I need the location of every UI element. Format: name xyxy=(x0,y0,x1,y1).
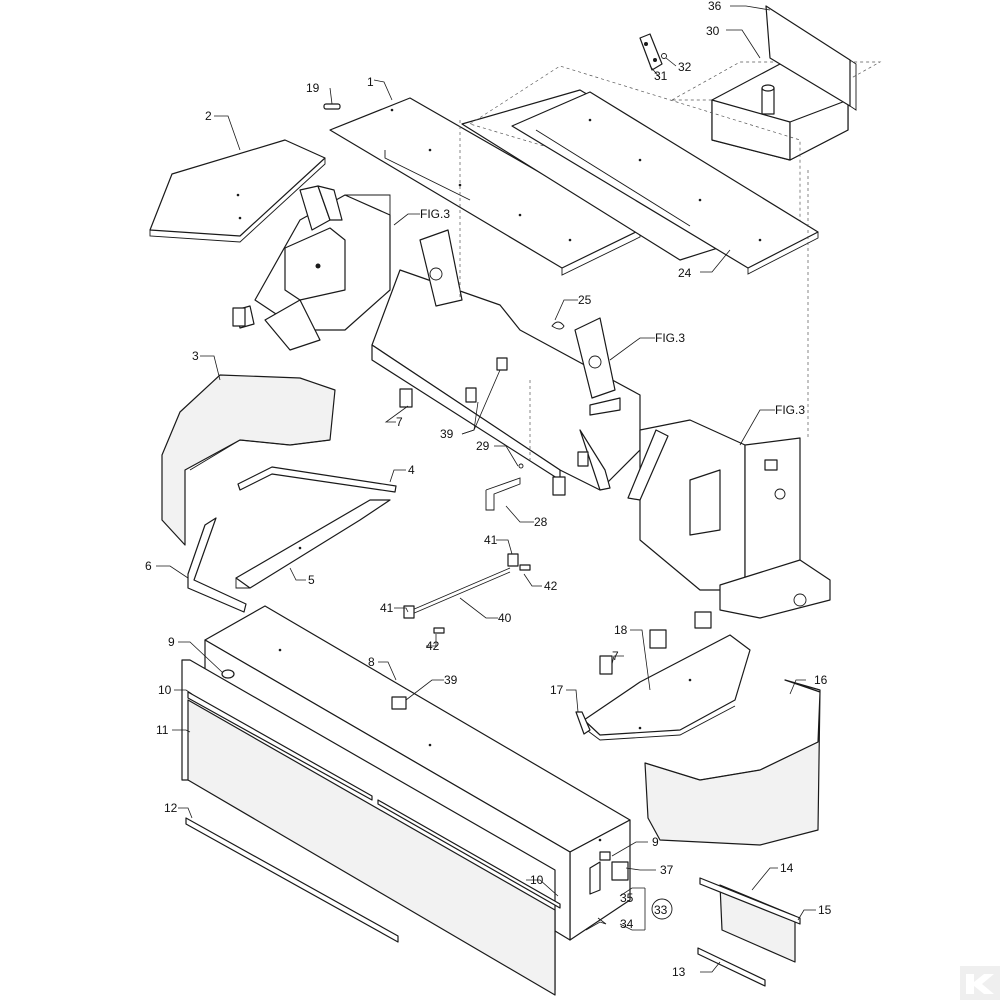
part-9-plug-upper xyxy=(221,669,235,679)
part-31-latch xyxy=(639,33,663,71)
callout-2: 2 xyxy=(205,109,212,123)
callout-25: 25 xyxy=(578,293,592,307)
part-36-lid xyxy=(765,5,857,111)
callout-19: 19 xyxy=(306,81,320,95)
part-6-strip xyxy=(187,517,247,613)
part-28-bar xyxy=(485,477,521,511)
part-19-pin xyxy=(323,103,341,110)
part-left-gearbox-frame xyxy=(235,185,391,351)
callout-29: 29 xyxy=(476,439,490,453)
part-32-washer xyxy=(661,53,667,59)
callout-fig3-left: FIG.3 xyxy=(420,207,450,221)
callout-31: 31 xyxy=(654,69,668,83)
part-14-flap xyxy=(699,877,801,963)
part-42-pin-upper xyxy=(519,564,531,571)
part-2-side-plate xyxy=(149,139,326,243)
part-3-skirt-left xyxy=(161,374,336,546)
callout-10-upper: 10 xyxy=(158,683,172,697)
callout-3: 3 xyxy=(192,349,199,363)
callout-15: 15 xyxy=(818,903,832,917)
callout-41-lower: 41 xyxy=(380,601,394,615)
callout-13: 13 xyxy=(672,965,686,979)
callout-1: 1 xyxy=(367,75,374,89)
callout-30: 30 xyxy=(706,24,720,38)
part-16-skirt-right xyxy=(644,679,821,846)
part-18-side-plate xyxy=(583,634,751,741)
part-17-strip xyxy=(575,711,591,735)
part-4-strip xyxy=(237,466,397,493)
part-40-rod xyxy=(411,567,511,615)
part-10-strip-upper xyxy=(187,691,373,801)
callout-42-lower: 42 xyxy=(426,639,440,653)
part-25-clip xyxy=(551,321,565,330)
callout-7-lower: 7 xyxy=(612,649,619,663)
part-13-strip xyxy=(697,947,766,987)
part-30-toolbox xyxy=(670,61,882,161)
callout-fig3-center: FIG.3 xyxy=(655,331,685,345)
part-hinge-right-2 xyxy=(649,629,667,649)
callout-36: 36 xyxy=(708,0,722,13)
brand-logo-icon xyxy=(960,966,1000,1000)
callout-labels: 36 30 31 32 19 1 2 24 FIG.3 25 FIG.3 FIG… xyxy=(145,0,832,979)
callout-5: 5 xyxy=(308,573,315,587)
part-9-plug-lower xyxy=(599,851,611,861)
callout-33: 33 xyxy=(654,903,668,917)
part-hinge-right-3 xyxy=(694,611,712,629)
part-12-strip xyxy=(185,817,399,943)
part-37-hinge xyxy=(611,861,629,881)
callout-40: 40 xyxy=(498,611,512,625)
callout-14: 14 xyxy=(780,861,794,875)
callout-39-lower: 39 xyxy=(444,673,458,687)
leader-lines xyxy=(156,5,816,973)
callout-24: 24 xyxy=(678,266,692,280)
part-5-plate xyxy=(235,499,391,589)
callout-fig3-right: FIG.3 xyxy=(775,403,805,417)
callout-34: 34 xyxy=(620,917,634,931)
part-29-pin xyxy=(518,463,524,469)
part-41-clamp-upper xyxy=(507,553,519,567)
callout-7-upper: 7 xyxy=(396,415,403,429)
callout-16: 16 xyxy=(814,673,828,687)
callout-9-upper: 9 xyxy=(168,635,175,649)
part-right-gearbox xyxy=(627,419,831,619)
callout-42-upper: 42 xyxy=(544,579,558,593)
part-hinge-left-frame xyxy=(232,307,589,496)
callout-11: 11 xyxy=(156,723,169,737)
part-33-washer xyxy=(651,898,673,920)
callout-17: 17 xyxy=(550,683,564,697)
callout-4: 4 xyxy=(408,463,415,477)
callout-39-upper: 39 xyxy=(440,427,454,441)
callout-10-lower: 10 xyxy=(530,873,544,887)
callout-41-upper: 41 xyxy=(484,533,498,547)
part-7-hinge-right xyxy=(599,655,613,675)
part-39-hinge-hood xyxy=(391,696,407,710)
callout-35: 35 xyxy=(620,891,634,905)
callout-6: 6 xyxy=(145,559,152,573)
part-10-strip-lower xyxy=(377,799,561,909)
callout-37: 37 xyxy=(660,863,674,877)
callout-18: 18 xyxy=(614,623,628,637)
callout-9-lower: 9 xyxy=(652,835,659,849)
part-24-cover-plate xyxy=(511,91,819,275)
callout-12: 12 xyxy=(164,801,178,815)
part-34-bracket xyxy=(589,861,601,895)
part-main-frame xyxy=(371,229,641,491)
callout-32: 32 xyxy=(678,60,692,74)
callout-28: 28 xyxy=(534,515,548,529)
part-42-pin-lower xyxy=(433,627,445,634)
part-41-clamp-lower xyxy=(403,605,415,619)
callout-8: 8 xyxy=(368,655,375,669)
